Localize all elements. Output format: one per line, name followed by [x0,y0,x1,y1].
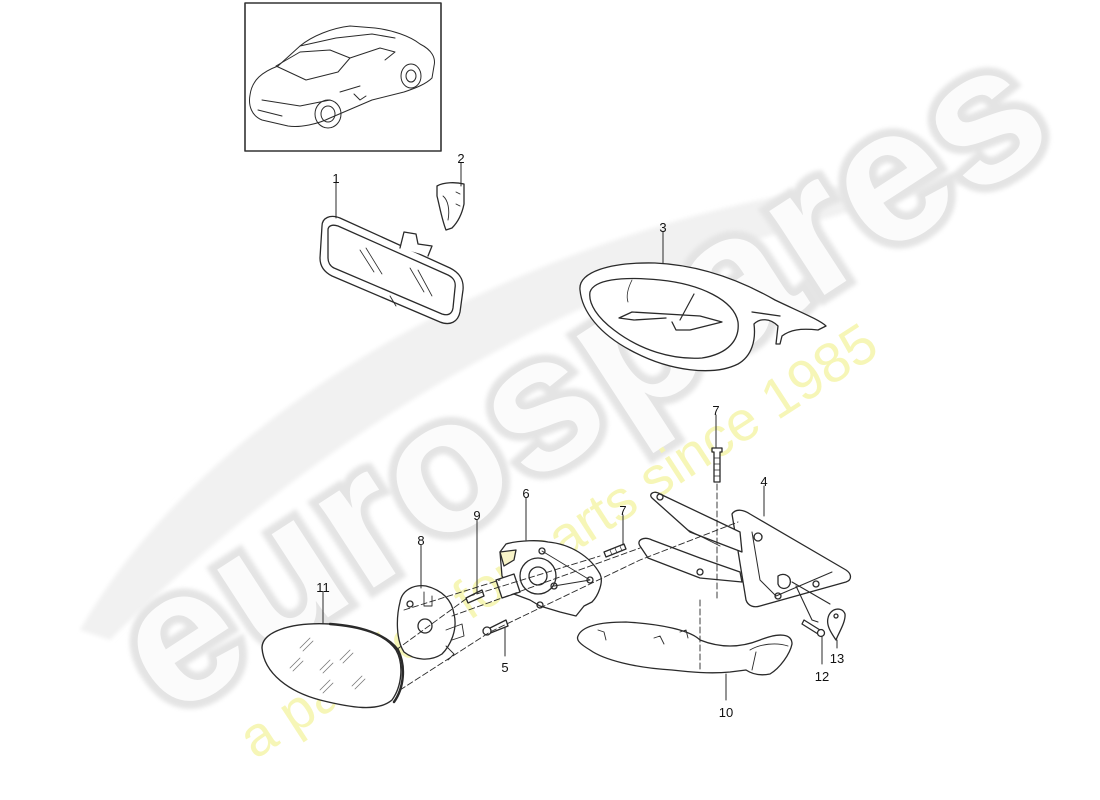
part-2-mount-cover[interactable] [436,182,465,231]
callout-4[interactable]: 4 [760,474,768,489]
callout-7-side[interactable]: 7 [619,503,627,518]
callout-10[interactable]: 10 [718,705,734,720]
part-12-screw[interactable] [801,619,826,638]
callout-7-upper[interactable]: 7 [712,403,720,418]
part-13-cover-cap[interactable] [826,608,846,641]
callout-6[interactable]: 6 [522,486,530,501]
vehicle-thumbnail[interactable] [244,2,442,152]
callout-1[interactable]: 1 [332,171,340,186]
callout-13[interactable]: 13 [829,651,845,666]
callout-5[interactable]: 5 [501,660,509,675]
watermark-swoosh [80,173,1010,640]
callout-11[interactable]: 11 [316,580,330,595]
callout-9[interactable]: 9 [473,508,481,523]
part-5-screw[interactable] [482,619,509,636]
part-10-lower-housing[interactable] [576,621,793,676]
callout-2[interactable]: 2 [457,151,465,166]
part-1-interior-mirror[interactable] [319,215,464,325]
part-11-mirror-glass[interactable] [261,622,405,709]
part-8-carrier-plate[interactable] [396,584,465,661]
callout-3[interactable]: 3 [659,220,667,235]
callout-12[interactable]: 12 [814,669,830,684]
leader-lines [322,162,838,701]
part-4-mirror-base[interactable] [638,491,852,623]
callout-8[interactable]: 8 [417,533,425,548]
assembly-lines [395,483,739,691]
car-icon [249,25,435,129]
part-6-adjustment-motor[interactable] [495,540,602,617]
part-7-screw-side[interactable] [603,543,627,558]
part-7-screw-upper[interactable] [711,447,723,483]
part-3-housing-cap[interactable] [579,262,827,372]
